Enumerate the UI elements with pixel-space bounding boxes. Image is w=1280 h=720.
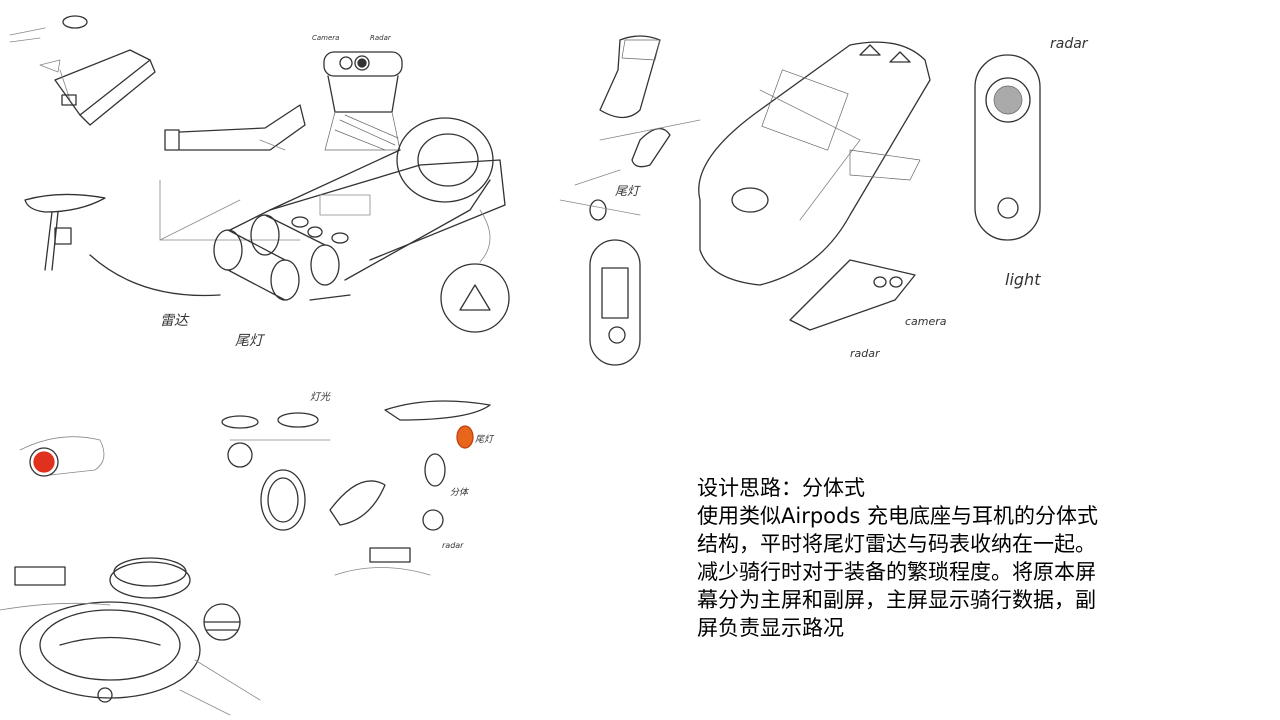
sketch-camera-radar-module: Camera Radar [312, 34, 403, 151]
sketch-radar-light-unit: radar light [974, 36, 1089, 289]
label-taillight-cn-2: 尾灯 [615, 184, 641, 198]
label-taillight-cn: 尾灯 [235, 333, 266, 349]
description-line: 幕分为主屏和副屏，主屏显示骑行数据，副 [697, 588, 1096, 612]
label-radar-right: radar [1050, 36, 1089, 52]
description-title: 设计思路：分体式 [697, 476, 865, 500]
label-camera-right: camera [905, 315, 947, 328]
design-description: 设计思路：分体式 使用类似Airpods 充电底座与耳机的分体式 结构，平时将尾… [697, 474, 1098, 642]
description-line: 屏负责显示路况 [697, 616, 844, 640]
label-radar: Radar [370, 34, 392, 42]
sketch-small-device [9, 15, 156, 126]
description-line: 减少骑行时对于装备的繁琐程度。将原本屏 [697, 560, 1096, 584]
label-radar-bottom: radar [850, 347, 881, 360]
label-radar-lower: radar [442, 541, 464, 550]
sketch-clip-parts: 尾灯 [559, 35, 701, 366]
sketch-main-device: 雷达 尾灯 [89, 117, 510, 349]
sketch-ring-parts: 灯光 [221, 391, 386, 531]
description-line: 使用类似Airpods 充电底座与耳机的分体式 [697, 504, 1098, 528]
sketch-saddle [24, 193, 106, 271]
sketch-watch [0, 557, 261, 716]
sketch-bracket [164, 104, 306, 151]
label-camera: Camera [312, 34, 339, 42]
label-light-right: light [1005, 270, 1041, 289]
sketch-camera-unit: camera radar [789, 259, 947, 360]
sketch-saddle-light: 尾灯 分体 radar [334, 400, 495, 576]
label-taillight-lower: 尾灯 [475, 434, 495, 445]
sketch-wrist [19, 436, 105, 477]
label-lamp-light-cn: 灯光 [310, 391, 331, 403]
description-line: 结构，平时将尾灯雷达与码表收纳在一起。 [697, 532, 1096, 556]
sketch-large-device [698, 41, 931, 286]
label-radar-cn: 雷达 [160, 313, 190, 329]
label-split-cn: 分体 [450, 487, 470, 498]
